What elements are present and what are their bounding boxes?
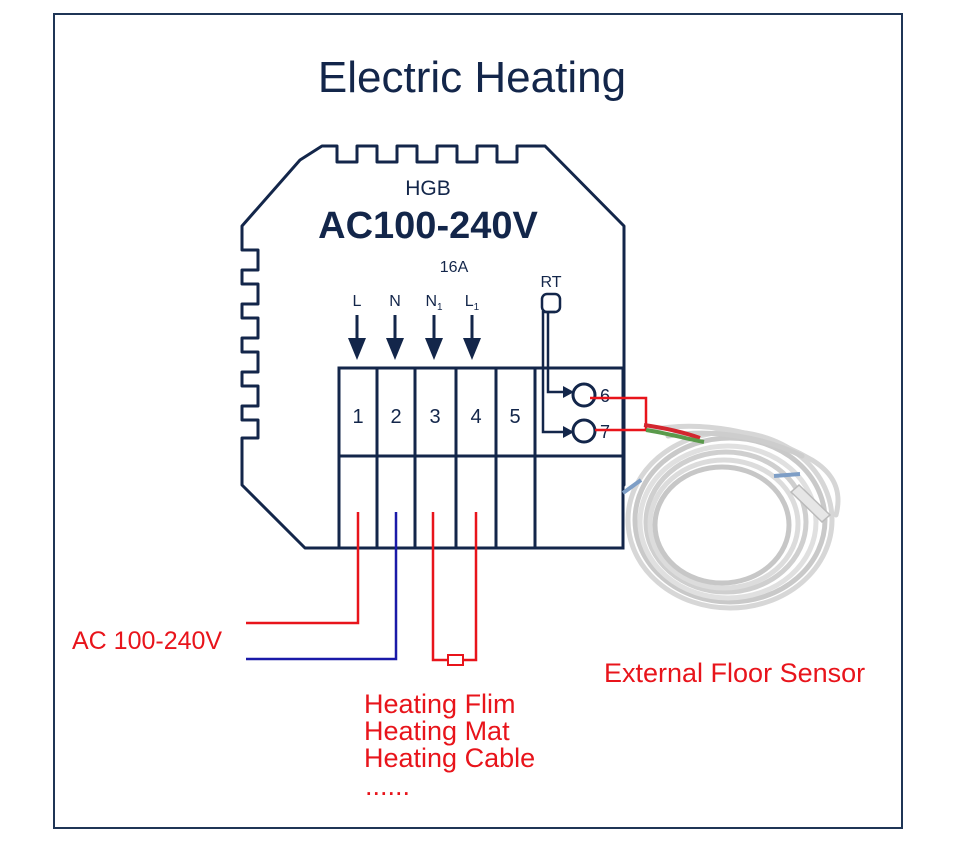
power-neutral-wire [246,548,398,661]
rt-arrowhead-7 [563,426,574,438]
terminal-number-2: 2 [390,406,401,428]
label-N1-sub: 1 [437,302,443,313]
floor-sensor-plug [621,423,832,524]
rt-probe-wires [541,310,566,434]
terminal-slot-bottom-right [533,454,625,550]
arrowhead-N1 [425,338,443,360]
heating-line-4: ...... [365,771,410,801]
terminal-number-5: 5 [509,406,520,428]
terminal-number-1: 1 [352,406,363,428]
terminal-number-3: 3 [429,406,440,428]
sensor-connector [789,483,832,524]
cable-tie-left [621,478,643,495]
sensor-terminal-7-label: 7 [600,422,610,442]
sensor-wire-green [645,428,705,444]
diagram-title: Electric Heating [318,53,626,102]
current-label: 16A [440,259,469,276]
arrow-heads [348,338,481,360]
label-L1: L1 [465,293,480,313]
heating-load-wire [431,548,478,662]
sensor-terminal-6-circle [571,382,597,408]
label-N1: N1 [425,293,443,313]
voltage-label: AC100-240V [318,205,538,247]
rt-wire-to-6 [546,312,566,394]
terminal-slot-3 [413,366,458,550]
sensor-terminal-6-label: 6 [600,386,610,406]
heating-line-3: Heating Cable [364,743,535,773]
label-L1-main: L [465,293,474,310]
sensor-wire-red [643,423,701,440]
label-N: N [389,293,401,310]
sensor-terminal-7-circle [571,418,597,444]
floor-sensor-cable [625,423,841,611]
rt-arrowhead-6 [563,386,574,398]
label-L1-sub: 1 [474,302,480,313]
sensor-red-wire [590,396,648,432]
heating-line-2: Heating Mat [364,716,510,746]
rt-wire-to-7 [541,310,566,434]
label-L: L [353,293,362,310]
rt-probe-head [540,292,562,314]
sensor-label: External Floor Sensor [604,658,865,688]
cable-tie-right [773,472,801,478]
terminal-slot-5 [494,366,537,550]
heating-line-1: Heating Flim [364,689,516,719]
heating-load-resistor [447,654,464,666]
terminal-number-4: 4 [470,406,481,428]
label-RT: RT [540,274,561,291]
arrowhead-L [348,338,366,360]
arrowhead-L1 [463,338,481,360]
brand-label: HGB [405,177,451,200]
power-live-wire [246,548,360,625]
input-arrows [355,315,474,342]
label-N1-main: N [425,293,437,310]
power-label: AC 100-240V [72,627,222,655]
outer-frame [53,13,903,829]
arrowhead-N [386,338,404,360]
